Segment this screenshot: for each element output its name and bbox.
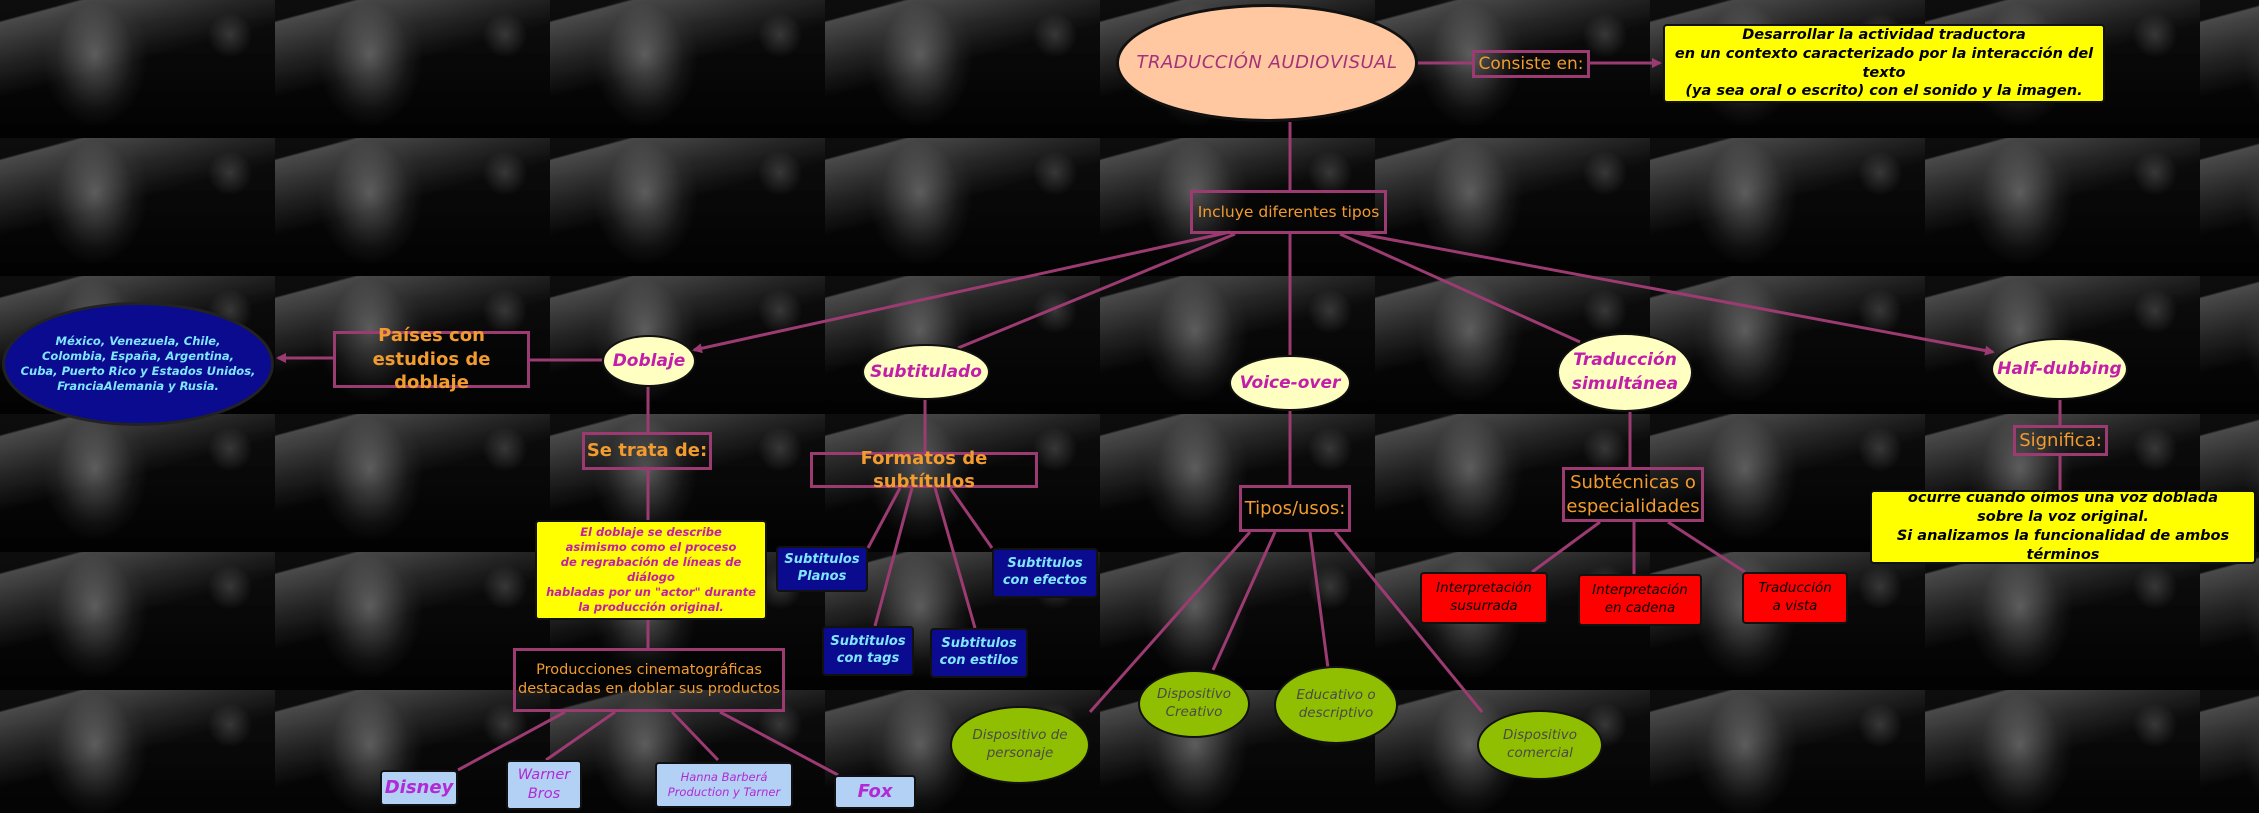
- edge-prod-fox: [719, 710, 839, 777]
- device-personaje: Dispositivo de personaje: [950, 706, 1090, 784]
- definition-text: Desarrollar la actividad traductora en u…: [1674, 26, 2094, 100]
- edge-tipos-comercial: [1333, 531, 1484, 713]
- title-text: TRADUCCIÓN AUDIOVISUAL: [1136, 52, 1398, 74]
- se-trata-de-text: Se trata de:: [586, 440, 708, 462]
- edge-prod-disney: [457, 710, 566, 772]
- device-comercial: Dispositivo comercial: [1477, 710, 1603, 780]
- significa-link: Significa:: [2013, 425, 2108, 456]
- edge-sub-susurrada: [1531, 520, 1601, 574]
- edge-prod-hanna: [670, 710, 720, 762]
- studio-disney: Disney: [380, 770, 458, 806]
- edge-incluye-doblaje: [692, 230, 1231, 354]
- doblaje-text: Doblaje: [612, 350, 686, 371]
- subtitle-format-planos-text: Subtitulos Planos: [784, 552, 860, 584]
- subtitulado-node: Subtitulado: [862, 344, 990, 400]
- subtitulado-text: Subtitulado: [870, 361, 982, 382]
- se-trata-de-link: Se trata de:: [582, 432, 712, 470]
- technique-cadena: Interpretación en cadena: [1578, 574, 1702, 626]
- producciones-link: Producciones cinematográficas destacadas…: [513, 648, 785, 712]
- subtitle-format-efectos: Subtitulos con efectos: [992, 548, 1098, 598]
- device-educativo: Educativo o descriptivo: [1274, 666, 1398, 744]
- technique-vista-text: Traducción a vista: [1758, 580, 1832, 614]
- producciones-text: Producciones cinematográficas destacadas…: [518, 662, 780, 697]
- subtitle-format-estilos-text: Subtitulos con estilos: [939, 636, 1019, 668]
- formatos-text: Formatos de subtítulos: [860, 447, 988, 492]
- half-dubbing-text: Half-dubbing: [1997, 358, 2122, 379]
- consiste-en-link: Consiste en:: [1472, 50, 1590, 78]
- tipos-usos-link: Tipos/usos:: [1239, 485, 1351, 532]
- voice-over-text: Voice-over: [1239, 372, 1341, 393]
- studio-disney-text: Disney: [384, 777, 454, 799]
- technique-vista: Traducción a vista: [1742, 572, 1848, 624]
- studio-fox: Fox: [834, 775, 916, 809]
- subtitle-format-planos: Subtitulos Planos: [776, 546, 868, 592]
- traduccion-simultanea-node: Traducción simultánea: [1557, 333, 1693, 412]
- voice-over-node: Voice-over: [1229, 355, 1351, 411]
- doblaje-definition-box: El doblaje se describe asimismo como el …: [535, 520, 767, 620]
- significa-text: Significa:: [2019, 429, 2102, 451]
- title-node: TRADUCCIÓN AUDIOVISUAL: [1116, 4, 1418, 122]
- technique-cadena-text: Interpretación en cadena: [1592, 582, 1688, 616]
- edge-tipos-personaje: [1088, 531, 1252, 713]
- studio-warner-text: Warner Bros: [517, 767, 571, 802]
- device-comercial-text: Dispositivo comercial: [1502, 727, 1578, 761]
- edge-tipos-educativo: [1308, 531, 1330, 669]
- subtecnicas-text: Subtécnicas o especialidades: [1566, 472, 1700, 517]
- half-dubbing-definition-text: ocurre cuando oímos una voz doblada sobr…: [1896, 490, 2230, 563]
- half-dubbing-node: Half-dubbing: [1991, 338, 2128, 400]
- half-dubbing-definition-box: ocurre cuando oímos una voz doblada sobr…: [1870, 490, 2256, 564]
- subtitle-format-efectos-text: Subtitulos con efectos: [1002, 556, 1088, 588]
- paises-text: Países con estudios de doblaje: [372, 325, 491, 394]
- subtitle-format-tags: Subtitulos con tags: [822, 626, 914, 676]
- doblaje-definition-text: El doblaje se describe asimismo como el …: [546, 525, 756, 614]
- edge-formatos-efectos: [948, 487, 994, 549]
- incluye-link: Incluye diferentes tipos: [1190, 190, 1387, 234]
- subtitle-format-tags-text: Subtitulos con tags: [830, 634, 906, 666]
- countries-text: México, Venezuela, Chile, Colombia, Espa…: [20, 334, 256, 393]
- edge-formatos-estilos: [933, 487, 977, 629]
- paises-link: Países con estudios de doblaje: [333, 325, 530, 393]
- studio-hanna-text: Hanna Barberá Production y Tarner: [667, 770, 781, 799]
- device-personaje-text: Dispositivo de personaje: [972, 727, 1068, 761]
- consiste-en-text: Consiste en:: [1478, 53, 1584, 74]
- edge-incluye-simultanea: [1339, 232, 1581, 344]
- edge-formatos-planos: [866, 487, 902, 549]
- subtecnicas-link: Subtécnicas o especialidades: [1562, 467, 1704, 522]
- incluye-text: Incluye diferentes tipos: [1197, 202, 1380, 221]
- edge-prod-warner: [545, 710, 616, 762]
- edge-sub-vista: [1667, 520, 1746, 574]
- tipos-usos-text: Tipos/usos:: [1244, 497, 1346, 519]
- device-creativo-text: Dispositivo Creativo: [1156, 686, 1232, 720]
- studio-fox-text: Fox: [857, 781, 893, 803]
- device-educativo-text: Educativo o descriptivo: [1296, 687, 1376, 721]
- definition-box: Desarrollar la actividad traductora en u…: [1663, 24, 2105, 103]
- studio-warner: Warner Bros: [506, 760, 582, 810]
- edge-incluye-halfdubbing: [1349, 230, 1995, 356]
- countries-node: México, Venezuela, Chile, Colombia, Espa…: [2, 302, 274, 426]
- formatos-link: Formatos de subtítulos: [810, 448, 1038, 492]
- edge-incluye-subtitulado: [957, 232, 1236, 350]
- technique-susurrada-text: Interpretación susurrada: [1436, 580, 1532, 614]
- subtitle-format-estilos: Subtitulos con estilos: [930, 628, 1028, 678]
- device-creativo: Dispositivo Creativo: [1138, 670, 1250, 738]
- studio-hanna: Hanna Barberá Production y Tarner: [655, 762, 793, 808]
- doblaje-node: Doblaje: [602, 335, 696, 387]
- edge-tipos-creativo: [1211, 531, 1277, 671]
- traduccion-simultanea-text: Traducción simultánea: [1571, 349, 1679, 394]
- edge-formatos-tags: [873, 487, 914, 627]
- technique-susurrada: Interpretación susurrada: [1420, 572, 1548, 624]
